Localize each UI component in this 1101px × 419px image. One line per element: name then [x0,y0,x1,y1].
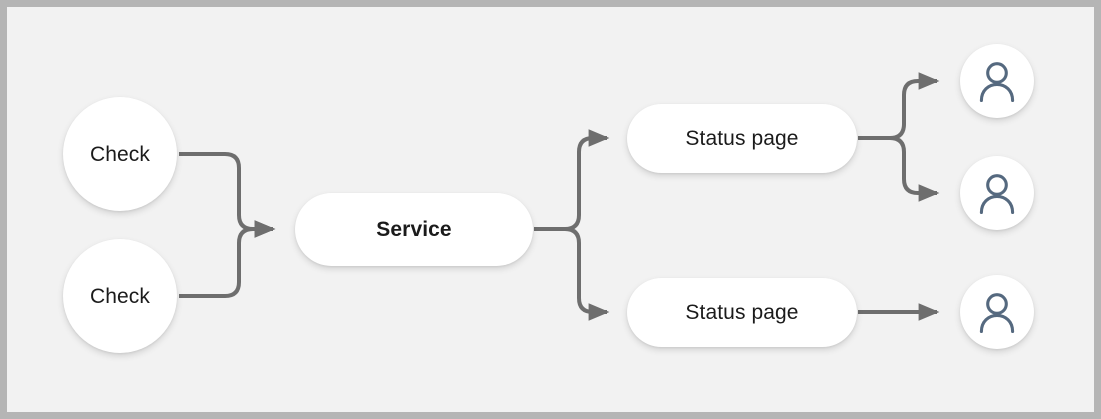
diagram-canvas[interactable]: Check Check Service Status page Status p… [7,7,1094,412]
edge-layer [179,72,940,321]
user-icon [974,289,1020,335]
edge-service-status2 [534,227,610,321]
edge-status1-user1 [858,72,940,140]
node-status-page-1[interactable]: Status page [627,104,857,173]
edge-service-status1 [534,129,610,231]
node-user-2[interactable] [960,156,1034,230]
node-label: Check [89,284,151,308]
edge-check1-service [179,152,276,238]
node-label: Service [376,218,452,241]
user-icon [974,170,1020,216]
user-icon [974,58,1020,104]
node-label: Status page [685,127,799,150]
edge-check2-service [179,220,276,298]
node-label: Check [89,142,151,166]
node-status-page-2[interactable]: Status page [627,278,857,347]
node-check-1[interactable]: Check [63,97,177,211]
node-user-1[interactable] [960,44,1034,118]
node-service[interactable]: Service [295,193,533,266]
node-label: Status page [685,301,799,324]
edge-status1-user2 [858,136,940,202]
node-check-2[interactable]: Check [63,239,177,353]
node-user-3[interactable] [960,275,1034,349]
